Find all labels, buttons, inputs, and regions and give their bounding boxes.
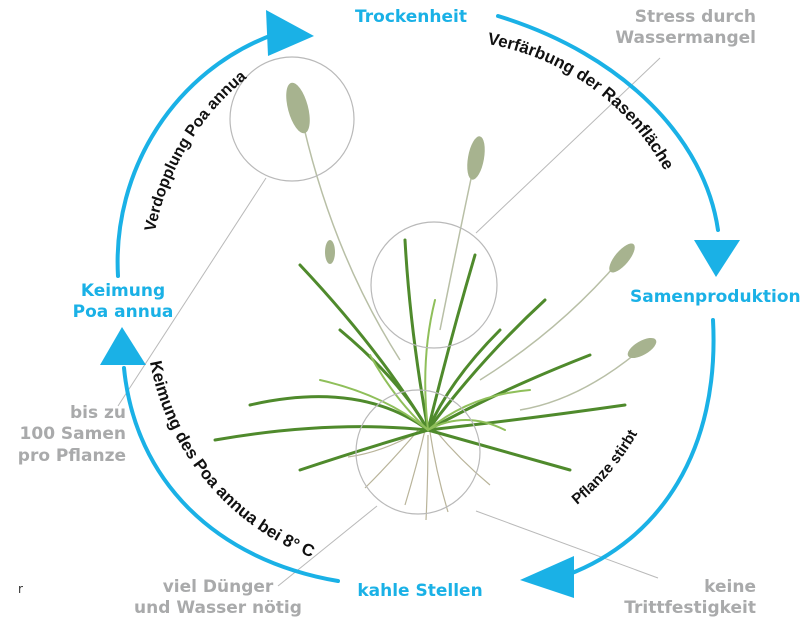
arrowhead-right-icon [694, 240, 740, 277]
stage-label-top: Trockenheit [336, 7, 486, 28]
arrowhead-bottom-icon [520, 556, 574, 598]
stage-label-right: Samenproduktion [630, 287, 801, 308]
callout-fertilizer-line-2: und Wasser nötig [118, 598, 318, 619]
arrowhead-left-icon [100, 327, 146, 365]
callout-seeds: bis zu 100 Samen pro Pflanze [10, 403, 126, 467]
arrowhead-top-icon [266, 10, 314, 56]
stage-label-left: Keimung Poa annua [48, 281, 198, 324]
stage-label-right-text: Samenproduktion [630, 287, 801, 308]
stage-label-bottom: kahle Stellen [350, 581, 490, 602]
plant-blades [215, 240, 625, 470]
callout-fertilizer: viel Dünger und Wasser nötig [118, 577, 318, 620]
callout-seeds-line-2: 100 Samen [10, 424, 126, 445]
stage-label-left-line-1: Keimung [48, 281, 198, 302]
stage-label-left-line-2: Poa annua [48, 302, 198, 323]
magnifier-circles [230, 57, 497, 514]
callout-seeds-line-1: bis zu [10, 403, 126, 424]
callout-trampling-line-1: keine [590, 577, 756, 598]
callout-trampling: keine Trittfestigkeit [590, 577, 756, 620]
callout-stress-line-1: Stress durch [572, 7, 756, 28]
plant-seed-heads [282, 80, 660, 362]
cycle-arc-right-to-bottom [567, 320, 714, 575]
poa-annua-plant-image [215, 80, 659, 520]
stage-label-bottom-text: kahle Stellen [350, 581, 490, 602]
arc-caption-left-top: Verdopplung Poa annua [142, 68, 250, 233]
arc-caption-right-bottom: Pflanze stirbt [569, 427, 641, 508]
callout-trampling-line-2: Trittfestigkeit [590, 598, 756, 619]
cycle-arc-left-to-top [118, 34, 275, 276]
stage-label-top-text: Trockenheit [336, 7, 486, 28]
magnifier-circle-center [371, 222, 497, 348]
callout-stress-line-2: Wassermangel [572, 28, 756, 49]
arc-caption-bottom-left: Keimung des Poa annua bei 8° C [146, 359, 317, 561]
callout-stress: Stress durch Wassermangel [572, 7, 756, 50]
stray-edge-text: r [18, 582, 23, 596]
leader-line-stress [476, 58, 660, 233]
callout-fertilizer-line-1: viel Dünger [118, 577, 318, 598]
callout-seeds-line-3: pro Pflanze [10, 446, 126, 467]
